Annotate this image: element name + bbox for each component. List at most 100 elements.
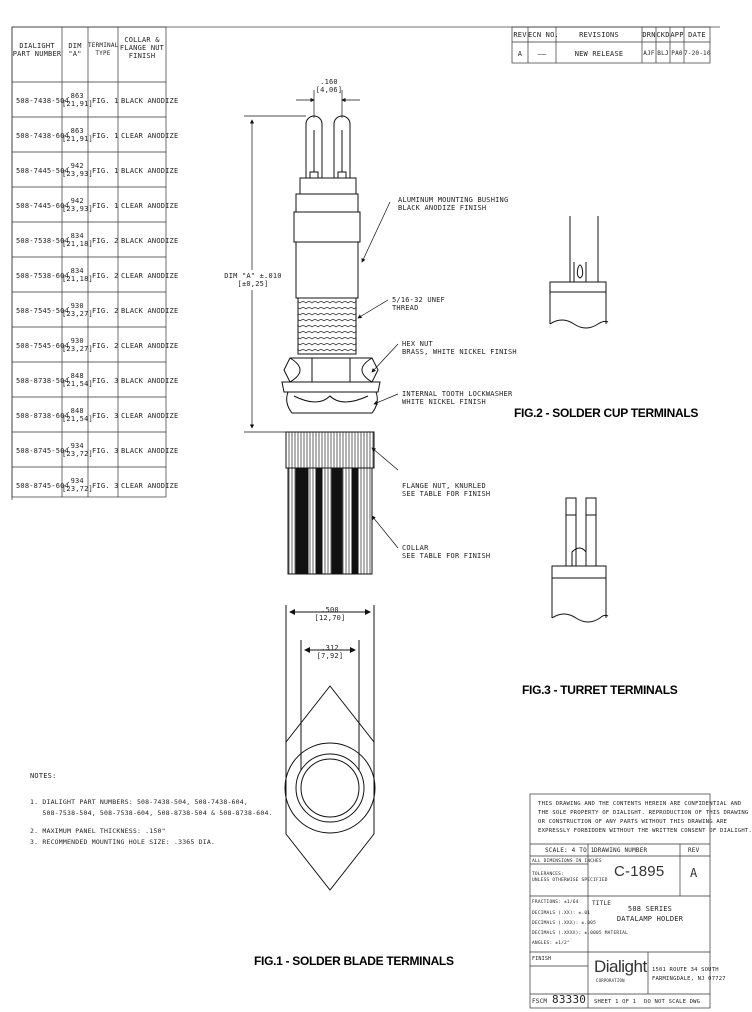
note-line: 2. MAXIMUM PANEL THICKNESS: .150" (30, 827, 166, 835)
drawing-title-line1: 508 SERIES (627, 905, 673, 913)
header-terminal-type: TERMINAL TYPE (88, 42, 119, 57)
header-collar-finish: COLLAR & FLANGE NUT FINISH (119, 36, 165, 60)
table-row-finish: BLACK ANODIZE (121, 97, 179, 105)
rev-header: REVISIONS (579, 31, 619, 39)
table-row-part: 508-7438-504 (16, 97, 69, 105)
table-row-terminal: FIG. 3 (92, 377, 119, 385)
drawing-number-label: DRAWING NUMBER (594, 847, 648, 854)
rev-header: DATE (688, 31, 706, 39)
table-row-finish: BLACK ANODIZE (121, 237, 179, 245)
side-view-dimensions (244, 90, 399, 549)
table-row-finish: CLEAR ANODIZE (121, 202, 179, 210)
note-line: 3. RECOMMENDED MOUNTING HOLE SIZE: .3365… (30, 838, 216, 846)
finish-label: FINISH (532, 956, 552, 962)
table-row-dim: .934 [23,72] (62, 477, 93, 493)
tol-decimal-3: DECIMALS (.XXX): ±.005 (532, 921, 597, 926)
drawing-title-line2: DATALAMP HOLDER (616, 915, 684, 923)
table-row-terminal: FIG. 2 (92, 237, 119, 245)
table-row-dim: .848 [21,54] (62, 407, 93, 423)
hex-nut-callout: HEX NUT BRASS, WHITE NICKEL FINISH (402, 340, 517, 356)
note-line: 1. DIALIGHT PART NUMBERS: 508-7438-504, … (30, 798, 249, 806)
technical-drawing (11, 26, 720, 1009)
title-block-grid (529, 793, 711, 1009)
fscm-number: 83330 (552, 993, 587, 1006)
tolerances-label: TOLERANCES: UNLESS OTHERWISE SPECIFIED (532, 872, 608, 883)
notes-title: NOTES: (30, 772, 57, 780)
table-row-terminal: FIG. 2 (92, 307, 119, 315)
dialight-logo: Dialight (594, 957, 647, 976)
fig2-solder-cup-drawing (549, 216, 609, 329)
table-row-part: 508-7545-604 (16, 342, 69, 350)
rev-cell: BLJ (657, 50, 669, 57)
table-row-dim: .834 [21,18] (62, 267, 93, 283)
dim-160-label: .160 [4,06] (315, 78, 343, 94)
table-row-finish: BLACK ANODIZE (121, 377, 179, 385)
table-row-finish: BLACK ANODIZE (121, 307, 179, 315)
header-dim-a: DIM "A" (68, 42, 82, 58)
tol-decimal-2: DECIMALS (.XX): ±.01 (532, 911, 591, 916)
rev-cell: NEW RELEASE (574, 50, 624, 58)
thread-callout: 5/16-32 UNEF THREAD (392, 296, 445, 312)
confidentiality-notice: THIS DRAWING AND THE CONTENTS HEREIN ARE… (538, 801, 752, 834)
table-row-part: 508-7445-504 (16, 167, 69, 175)
collar-callout: COLLAR SEE TABLE FOR FINISH (402, 544, 491, 560)
rev-header: APP (670, 31, 684, 39)
rev-cell: AJF (643, 50, 655, 57)
bushing-callout: ALUMINUM MOUNTING BUSHING BLACK ANODIZE … (398, 196, 509, 212)
tol-angles: ANGLES: ±1/2° (532, 941, 570, 946)
scale-label: SCALE: 4 TO 1 (545, 847, 595, 854)
table-row-terminal: FIG. 1 (92, 97, 119, 105)
table-row-dim: .942 [23,93] (62, 162, 93, 178)
dims-in-inches: ALL DIMENSIONS IN INCHES (532, 859, 602, 864)
fig3-title: FIG.3 - TURRET TERMINALS (522, 683, 678, 697)
rev-cell: A (517, 50, 523, 58)
do-not-scale: DO NOT SCALE DWG (644, 999, 701, 1005)
rev-cell: —— (537, 50, 547, 58)
table-row-terminal: FIG. 2 (92, 272, 119, 280)
lampholder-side-view (281, 115, 381, 575)
table-row-terminal: FIG. 1 (92, 202, 119, 210)
table-row-finish: CLEAR ANODIZE (121, 412, 179, 420)
note-line: 508-7538-504, 508-7538-604, 508-8738-504… (30, 809, 273, 817)
table-row-dim: .848 [21,54] (62, 372, 93, 388)
tol-decimal-4: DECIMALS (.XXXX): ±.0005 MATERIAL (532, 931, 629, 936)
table-row-part: 508-8745-604 (16, 482, 69, 490)
rev-header: DRN (642, 31, 656, 39)
table-row-terminal: FIG. 1 (92, 167, 119, 175)
tol-fractions: FRACTIONS: ±1/64 (532, 900, 579, 905)
table-row-part: 508-7545-504 (16, 307, 69, 315)
table-row-dim: .942 [23,93] (62, 197, 93, 213)
table-row-finish: CLEAR ANODIZE (121, 272, 179, 280)
revision-block-grid (511, 26, 711, 64)
table-row-dim: .930 [23,27] (62, 337, 93, 353)
fig2-title: FIG.2 - SOLDER CUP TERMINALS (514, 406, 699, 420)
rev-header: CKD (656, 31, 670, 39)
table-row-terminal: FIG. 3 (92, 412, 119, 420)
address-line2: FARMINGDALE, NJ 07727 (652, 976, 726, 982)
fig1-title: FIG.1 - SOLDER BLADE TERMINALS (254, 954, 454, 968)
table-row-part: 508-7445-604 (16, 202, 69, 210)
fig3-turret-drawing (551, 497, 609, 623)
parts-table-grid (11, 26, 167, 498)
rev-cell: PA0 (671, 50, 683, 57)
fscm-label: FSCM (532, 998, 548, 1005)
title-label: TITLE (592, 900, 612, 907)
table-row-part: 508-7438-604 (16, 132, 69, 140)
address-line1: 1501 ROUTE 34 SOUTH (652, 967, 719, 973)
dim-500-label: .500 [12,70] (314, 606, 346, 622)
table-row-terminal: FIG. 1 (92, 132, 119, 140)
table-row-part: 508-8745-504 (16, 447, 69, 455)
lampholder-end-view (284, 605, 376, 891)
flange-nut-callout: FLANGE NUT, KNURLED SEE TABLE FOR FINISH (402, 482, 491, 498)
table-row-finish: CLEAR ANODIZE (121, 482, 179, 490)
rev-cell: 7-20-10 (684, 50, 711, 57)
dialight-logo-sub: CORPORATION (596, 978, 625, 983)
table-row-terminal: FIG. 3 (92, 447, 119, 455)
sheet-label: SHEET 1 OF 1 (594, 999, 637, 1005)
table-row-part: 508-8738-604 (16, 412, 69, 420)
header-part-number: DIALIGHT PART NUMBER (12, 42, 62, 58)
rev-header: ECN NO. (528, 31, 559, 39)
table-row-dim: .934 [23,72] (62, 442, 93, 458)
rev-label: REV (688, 847, 700, 854)
table-row-terminal: FIG. 3 (92, 482, 119, 490)
